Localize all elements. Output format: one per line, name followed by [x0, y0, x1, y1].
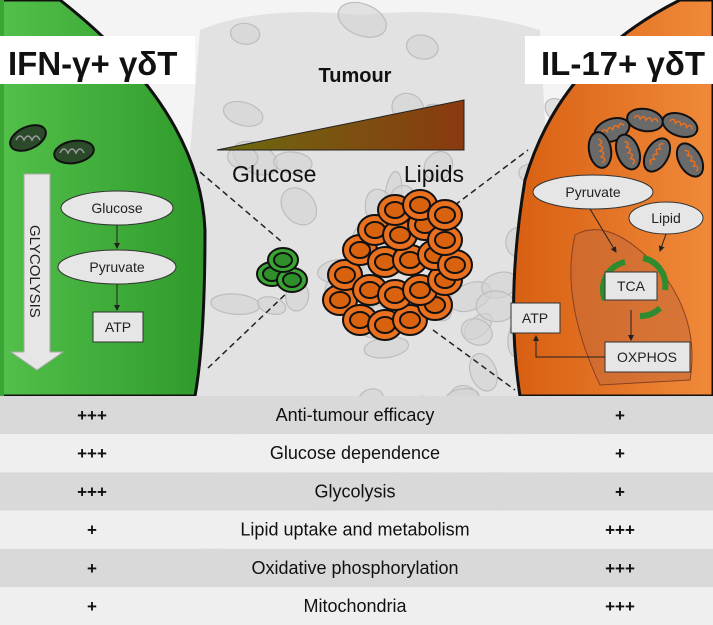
table-row: [0, 510, 713, 549]
glycolysis-label: GLYCOLYSIS: [26, 225, 43, 318]
zoom-lines: [199, 149, 529, 391]
node-atp: ATP: [105, 319, 131, 335]
feature-label: Mitochondria: [303, 596, 407, 616]
feature-label: Anti-tumour efficacy: [276, 405, 435, 425]
ifn-gamma-score: +++: [77, 444, 107, 463]
feature-label: Lipid uptake and metabolism: [240, 520, 469, 540]
mitochondrion-cristae: [597, 138, 606, 164]
feature-label: Glycolysis: [314, 481, 395, 501]
cell-nucleus: [329, 291, 351, 309]
cell-nucleus: [434, 231, 456, 249]
cell-nucleus: [359, 281, 381, 299]
ifn-gamma-cell-cluster: [256, 247, 308, 293]
cell-nucleus: [384, 286, 406, 304]
gradient-lipids-label: Lipids: [404, 161, 464, 187]
mitochondria-icon: [9, 124, 95, 165]
feature-label: Glucose dependence: [270, 443, 440, 463]
right-cell-title: IL-17+ γδT: [541, 45, 705, 82]
cell-nucleus: [364, 221, 386, 239]
mitochondrion-cristae: [649, 142, 664, 165]
cell-nucleus: [399, 311, 421, 329]
tumour-cell: [469, 353, 498, 392]
cell-nucleus: [349, 311, 371, 329]
tumour-cell: [222, 100, 264, 127]
tumour-cell: [405, 34, 439, 60]
cell-nucleus: [399, 251, 421, 269]
ifn-gamma-score: +: [87, 521, 97, 540]
node-tca: TCA: [617, 278, 646, 294]
il17-score: +: [615, 406, 625, 425]
cell-nucleus: [273, 252, 293, 268]
il17-score: +++: [605, 521, 635, 540]
gradient-glucose-label: Glucose: [232, 161, 316, 187]
tumour-cell: [280, 187, 318, 226]
ifn-gamma-score: +++: [77, 482, 107, 501]
feature-label: Oxidative phosphorylation: [251, 558, 458, 578]
ifn-gamma-score: +: [87, 559, 97, 578]
cell-nucleus: [389, 226, 411, 244]
cell-nucleus: [384, 201, 406, 219]
tumour-cell: [423, 151, 454, 182]
comparison-table: +++Anti-tumour efficacy++++Glucose depen…: [0, 396, 713, 625]
left-title-box: [0, 36, 195, 84]
cell-nucleus: [409, 196, 431, 214]
il17-score: +: [615, 482, 625, 501]
tumour-cell: [257, 296, 287, 315]
tumour-cell: [460, 318, 493, 346]
glycolysis-arrow: GLYCOLYSIS: [9, 173, 65, 371]
il17-score: +++: [605, 559, 635, 578]
table-row: [0, 396, 713, 435]
il17-score: +++: [605, 597, 635, 616]
mitochondrion-cristae: [600, 122, 625, 134]
mitochondrion: [661, 111, 699, 139]
ifn-gamma-score: +: [87, 597, 97, 616]
tumour-cell: [273, 151, 313, 175]
left-pathway: Glucose Pyruvate ATP: [57, 190, 177, 343]
cell-nucleus: [282, 272, 302, 288]
node-oxphos: OXPHOS: [617, 349, 677, 365]
node-pyruvate: Pyruvate: [565, 184, 620, 200]
ifn-gamma-score: +++: [77, 406, 107, 425]
cell-nucleus: [334, 266, 356, 284]
cell-nucleus: [409, 281, 431, 299]
mitochondrion-cristae: [684, 149, 699, 172]
tumour-cell: [337, 1, 387, 38]
il17-score: +: [615, 444, 625, 463]
cell-nucleus: [374, 316, 396, 334]
mitochondrion-cristae: [669, 118, 693, 130]
table-row: [0, 587, 713, 625]
cell-nucleus: [374, 253, 396, 271]
right-pathway: Pyruvate Lipid TCA OXPHOS ATP: [510, 174, 704, 386]
node-glucose: Glucose: [91, 200, 143, 216]
il17-cell-cluster: [322, 189, 473, 341]
right-title-box: [525, 36, 713, 84]
node-atp: ATP: [522, 310, 548, 326]
left-cell-title: IFN-γ+ γδT: [8, 45, 177, 82]
node-pyruvate: Pyruvate: [89, 259, 144, 275]
mitochondria-icon: [587, 107, 705, 178]
node-lipid: Lipid: [651, 210, 681, 226]
mitochondrion-cristae: [633, 114, 659, 123]
table-row: [0, 472, 713, 511]
mitochondrion-cristae: [624, 140, 636, 165]
nutrient-gradient-wedge: [216, 99, 465, 151]
mitochondrion: [675, 142, 705, 178]
mitochondrion: [587, 131, 613, 169]
cell-nucleus: [434, 206, 456, 224]
cell-nucleus: [349, 241, 371, 259]
tumour-cell: [229, 22, 261, 45]
tumour-title: Tumour: [319, 65, 392, 87]
cell-nucleus: [444, 256, 466, 274]
table-row: [0, 548, 713, 587]
table-row: [0, 434, 713, 473]
